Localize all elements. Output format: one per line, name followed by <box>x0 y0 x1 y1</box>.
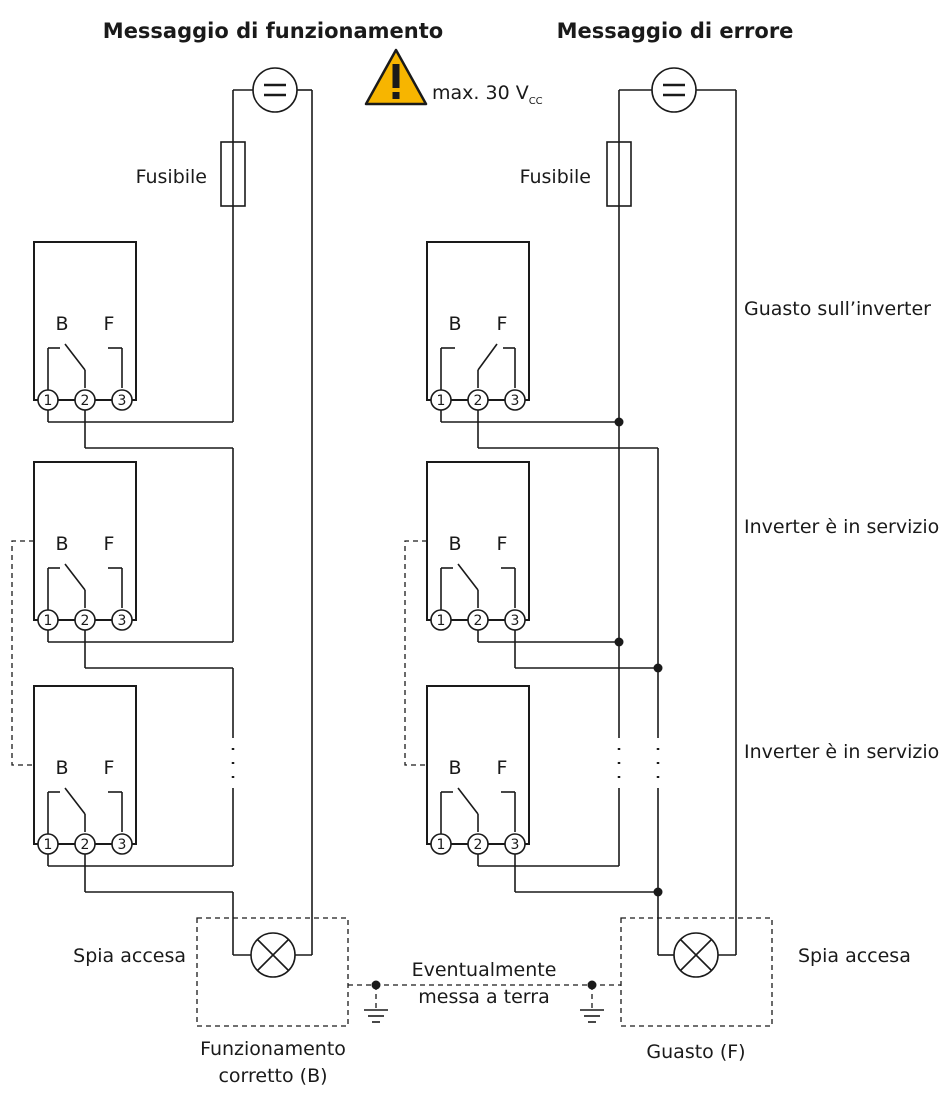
svg-text:3: 3 <box>511 613 520 629</box>
dc-source-right-icon <box>651 67 697 113</box>
svg-text:2: 2 <box>81 837 90 853</box>
ground-label-line1: Eventualmente <box>412 959 557 981</box>
svg-text:B: B <box>55 533 68 555</box>
svg-text:F: F <box>497 757 508 779</box>
lamp-right-label: Spia accesa <box>798 945 911 967</box>
ground-connection <box>348 980 621 1023</box>
ground-label-line2: messa a terra <box>418 986 549 1008</box>
svg-text:B: B <box>448 757 461 779</box>
inverter-right-3: B F 1 2 3 <box>426 685 530 855</box>
svg-text:F: F <box>497 313 508 335</box>
svg-text:F: F <box>104 757 115 779</box>
status-label-running-2: Inverter è in servizio <box>744 741 939 763</box>
warning-voltage-text: max. 30 VCC <box>432 82 543 107</box>
lamp-left-label: Spia accesa <box>73 945 186 967</box>
svg-text:1: 1 <box>437 393 446 409</box>
status-label-fault: Guasto sull’inverter <box>744 298 931 320</box>
svg-text:2: 2 <box>474 613 483 629</box>
inverter-left-1: B F 1 2 3 <box>33 241 137 411</box>
svg-text:3: 3 <box>118 837 127 853</box>
svg-text:1: 1 <box>44 613 53 629</box>
dc-source-left-icon <box>252 67 298 113</box>
inverter-left-2: B F 1 2 3 <box>33 461 137 631</box>
svg-text:2: 2 <box>81 393 90 409</box>
svg-text:1: 1 <box>44 837 53 853</box>
title-operation-message: Messaggio di funzionamento <box>103 19 443 43</box>
inverter-left-3: B F 1 2 3 <box>33 685 137 855</box>
caption-right: Guasto (F) <box>646 1041 745 1063</box>
svg-text:1: 1 <box>437 613 446 629</box>
svg-text:3: 3 <box>118 613 127 629</box>
svg-text:3: 3 <box>511 393 520 409</box>
left-circuit: Fusibile B F 1 2 3 <box>11 67 349 1027</box>
inverter-right-1: B F 1 2 3 <box>426 241 530 411</box>
svg-text:1: 1 <box>437 837 446 853</box>
warning-icon <box>364 48 428 106</box>
right-circuit: Fusibile B F 1 2 <box>404 67 773 1027</box>
svg-text:B: B <box>448 313 461 335</box>
svg-text:3: 3 <box>511 837 520 853</box>
fuse-right-label: Fusibile <box>520 166 591 188</box>
svg-text:B: B <box>448 533 461 555</box>
svg-text:F: F <box>104 533 115 555</box>
fuse-left-label: Fusibile <box>136 166 207 188</box>
svg-text:3: 3 <box>118 393 127 409</box>
title-error-message: Messaggio di errore <box>557 19 794 43</box>
svg-text:B: B <box>55 313 68 335</box>
svg-text:B: B <box>55 757 68 779</box>
svg-text:2: 2 <box>474 837 483 853</box>
svg-text:2: 2 <box>81 613 90 629</box>
caption-left-line2: corretto (B) <box>218 1065 327 1087</box>
svg-text:F: F <box>497 533 508 555</box>
status-label-running-1: Inverter è in servizio <box>744 516 939 538</box>
svg-text:2: 2 <box>474 393 483 409</box>
svg-text:F: F <box>104 313 115 335</box>
svg-text:1: 1 <box>44 393 53 409</box>
inverter-right-2: B F 1 2 3 <box>426 461 530 631</box>
caption-left-line1: Funzionamento <box>200 1038 346 1060</box>
